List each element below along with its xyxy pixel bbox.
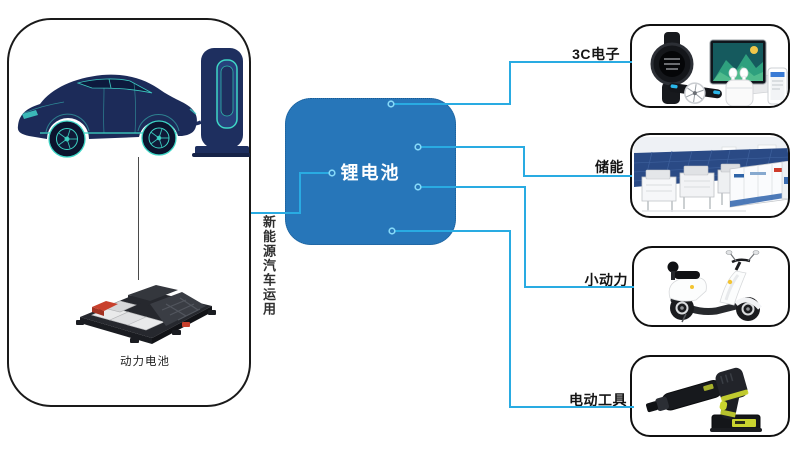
car-to-battery-connector-line — [138, 157, 139, 280]
power-tool-icon — [646, 367, 762, 432]
electric-scooter-icon — [667, 250, 762, 323]
power-battery-icon — [76, 285, 216, 344]
battery-caption: 动力电池 — [120, 356, 170, 368]
tool-body — [646, 367, 749, 413]
label-energy-storage: 储能 — [595, 159, 624, 175]
tool-battery — [710, 414, 762, 432]
tablet-icon — [709, 39, 767, 85]
charging-pile-icon — [173, 48, 250, 157]
node-energy-storage — [630, 133, 790, 218]
storage-container — [729, 160, 788, 208]
node-power-tool — [630, 355, 790, 437]
consumer-electronics-icon — [650, 32, 788, 106]
node-3c-electronics — [630, 24, 790, 108]
label-small-power: 小动力 — [584, 272, 628, 288]
lithium-battery-label: 锂电池 — [340, 162, 401, 183]
smartphone-icon — [767, 67, 788, 105]
label-power-tool: 电动工具 — [569, 392, 627, 408]
hoverboard-icon — [668, 82, 722, 104]
lithium-battery-node: 锂电池 — [285, 98, 456, 245]
wireframe-ev-car-icon — [17, 74, 197, 158]
wireframe-ev-car-and-charger-icon — [17, 48, 250, 158]
smartwatch-icon — [650, 32, 694, 104]
connector-power-tool — [392, 230, 634, 408]
label-3c-electronics: 3C电子 — [572, 46, 620, 62]
energy-storage-icon — [634, 137, 788, 212]
nev-usage-vertical-label: 新能源汽车运用 — [261, 215, 276, 317]
node-small-power — [632, 246, 790, 327]
nev-application-group: 动力电池 — [7, 18, 251, 407]
earbuds-icon — [725, 67, 754, 106]
